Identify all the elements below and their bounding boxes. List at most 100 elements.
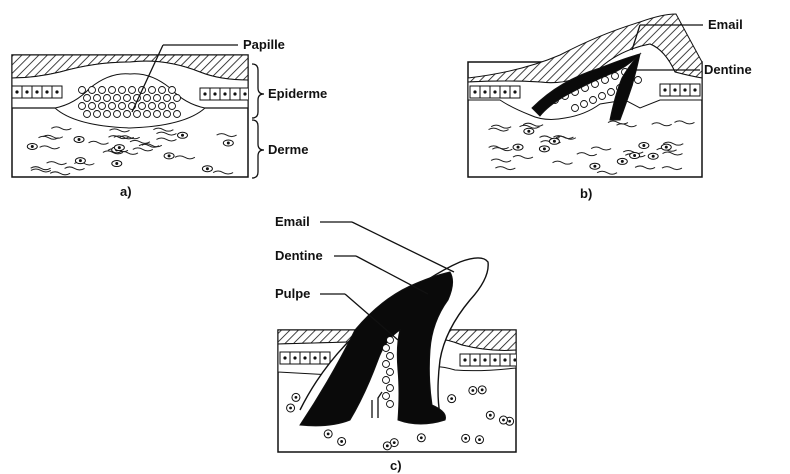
papilla-cell xyxy=(84,95,91,102)
cell-nucleus xyxy=(323,356,326,359)
cell-nucleus xyxy=(473,90,476,93)
papilla-cell xyxy=(129,87,136,94)
papilla-cell xyxy=(612,73,619,80)
papilla-cell xyxy=(144,111,151,118)
papilla-cell xyxy=(104,111,111,118)
cell-nucleus xyxy=(483,358,486,361)
papilla-cell xyxy=(114,95,121,102)
papilla-cell xyxy=(109,103,116,110)
dermis-nucleus xyxy=(78,138,81,141)
panel-b-caption: b) xyxy=(580,186,592,201)
cell-nucleus xyxy=(683,88,686,91)
papilla-cell xyxy=(144,95,151,102)
dermis-nucleus xyxy=(652,155,655,158)
cell-nucleus xyxy=(243,92,246,95)
papilla-cell xyxy=(89,87,96,94)
papilla-cell xyxy=(164,95,171,102)
cell-nucleus xyxy=(473,358,476,361)
pulp-cell xyxy=(387,369,394,376)
cell-nucleus xyxy=(45,90,48,93)
dermis-nucleus xyxy=(464,437,467,440)
dermis-nucleus xyxy=(227,141,230,144)
dermis-nucleus xyxy=(295,396,298,399)
epiderme-brace xyxy=(252,64,264,118)
pulp-cell xyxy=(387,401,394,408)
dermis-nucleus xyxy=(393,441,396,444)
papilla-cell xyxy=(169,87,176,94)
papilla-cell xyxy=(599,93,606,100)
dermis-nucleus xyxy=(543,147,546,150)
pulp-cell xyxy=(383,345,390,352)
papilla-cell xyxy=(169,103,176,110)
cell-nucleus xyxy=(493,358,496,361)
pulpe-c-label: Pulpe xyxy=(275,286,310,301)
papilla-cell xyxy=(608,89,615,96)
papilla-cell xyxy=(99,103,106,110)
pulp-cell xyxy=(383,361,390,368)
dermis-nucleus xyxy=(118,146,121,149)
derme-label: Derme xyxy=(268,142,308,157)
pulp-cell xyxy=(383,377,390,384)
papilla-cell xyxy=(89,103,96,110)
panel-c-caption: c) xyxy=(390,458,402,473)
pulp-cell xyxy=(387,337,394,344)
panel-b: Email Dentine b) xyxy=(468,14,752,201)
cell-nucleus xyxy=(483,90,486,93)
cell-nucleus xyxy=(503,358,506,361)
panel-a: Papille Epiderme Derme a) xyxy=(12,37,327,199)
papilla-cell xyxy=(79,103,86,110)
papilla-cell xyxy=(174,95,181,102)
papilla-cell xyxy=(635,77,642,84)
cell-nucleus xyxy=(25,90,28,93)
papilla-cell xyxy=(104,95,111,102)
dermis-nucleus xyxy=(79,159,82,162)
cell-nucleus xyxy=(303,356,306,359)
dermis-nucleus xyxy=(553,140,556,143)
dermis-nucleus xyxy=(633,154,636,157)
dentine-c-label: Dentine xyxy=(275,248,323,263)
papilla-cell xyxy=(94,111,101,118)
papilla-cell xyxy=(119,87,126,94)
papilla-cell xyxy=(159,87,166,94)
papilla-cell xyxy=(119,103,126,110)
cell-nucleus xyxy=(55,90,58,93)
cell-nucleus xyxy=(213,92,216,95)
papilla-cell xyxy=(124,95,131,102)
papilla-cell xyxy=(79,87,86,94)
dermis-nucleus xyxy=(206,167,209,170)
papilla-cell xyxy=(99,87,106,94)
dermis-nucleus xyxy=(340,440,343,443)
email-c-label: Email xyxy=(275,214,310,229)
dermis-nucleus xyxy=(508,420,511,423)
cell-nucleus xyxy=(223,92,226,95)
cell-nucleus xyxy=(233,92,236,95)
papilla-cell xyxy=(164,111,171,118)
dermis-nucleus xyxy=(115,162,118,165)
dermis-nucleus xyxy=(481,388,484,391)
dermis-nucleus xyxy=(593,165,596,168)
papilla-cell xyxy=(114,111,121,118)
dermis-nucleus xyxy=(327,433,330,436)
email-c-pointer xyxy=(352,222,454,272)
papilla-cell xyxy=(572,105,579,112)
cell-nucleus xyxy=(463,358,466,361)
cell-nucleus xyxy=(293,356,296,359)
dermis-nucleus xyxy=(420,436,423,439)
cell-nucleus xyxy=(493,90,496,93)
dentine-b-label: Dentine xyxy=(704,62,752,77)
papilla-cell xyxy=(139,103,146,110)
cell-nucleus xyxy=(313,356,316,359)
cell-nucleus xyxy=(15,90,18,93)
cell-nucleus xyxy=(693,88,696,91)
papilla-cell xyxy=(134,111,141,118)
cell-nucleus xyxy=(283,356,286,359)
cell-nucleus xyxy=(203,92,206,95)
email-b-label: Email xyxy=(708,17,743,32)
dermis-nucleus xyxy=(386,444,389,447)
papilla-cell xyxy=(94,95,101,102)
panel-a-caption: a) xyxy=(120,184,132,199)
panel-c: Email Dentine Pulpe c) xyxy=(275,214,520,473)
epiderme-label: Epiderme xyxy=(268,86,327,101)
cell-nucleus xyxy=(673,88,676,91)
